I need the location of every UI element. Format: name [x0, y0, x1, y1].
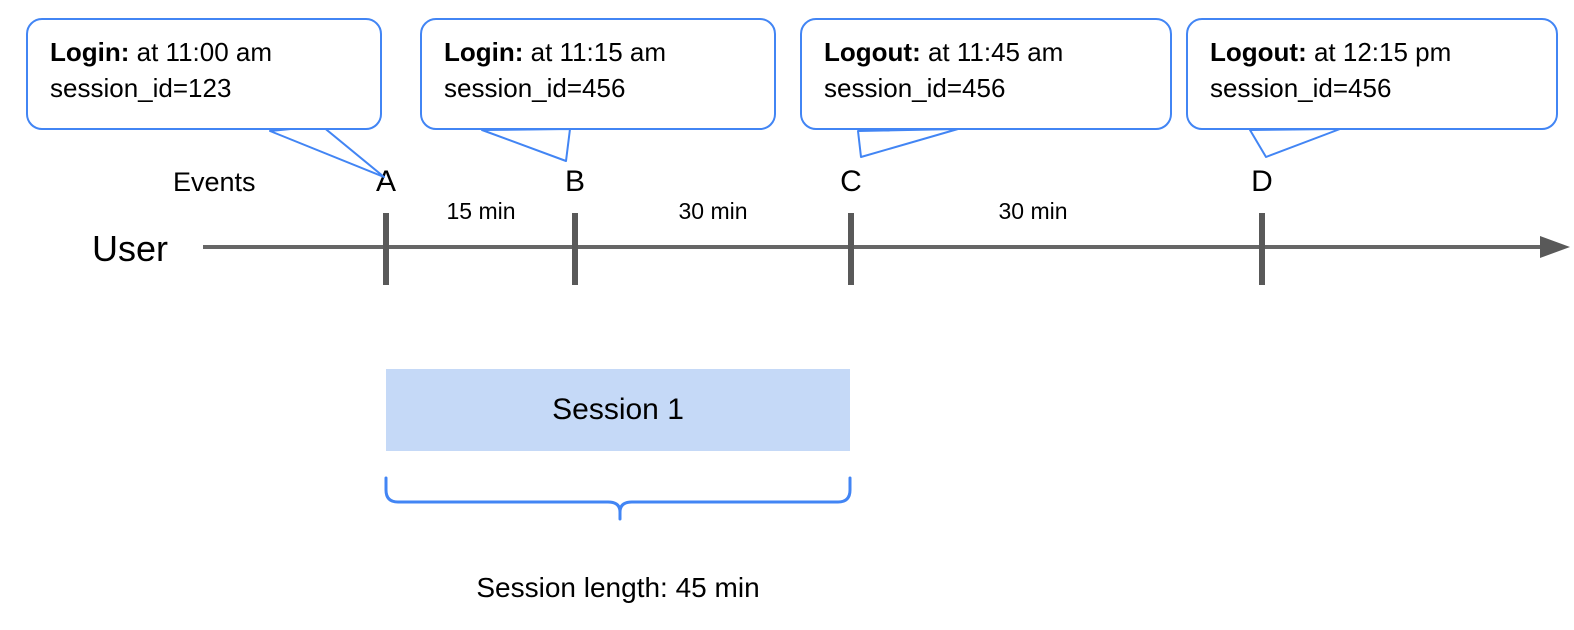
callout-d-time: at 12:15 pm: [1306, 37, 1452, 67]
event-callout-a[interactable]: Login: at 11:00 am session_id=123: [26, 18, 382, 130]
callout-a-session: session_id=123: [50, 73, 232, 103]
event-callout-d[interactable]: Logout: at 12:15 pm session_id=456: [1186, 18, 1558, 130]
event-callout-b[interactable]: Login: at 11:15 am session_id=456: [420, 18, 776, 130]
callout-d-session: session_id=456: [1210, 73, 1392, 103]
session-bar[interactable]: Session 1: [386, 369, 850, 451]
callout-d-line1: Logout: at 12:15 pm: [1210, 34, 1538, 70]
interval-label-cd: 30 min: [998, 198, 1068, 224]
event-letter-d: D: [1251, 165, 1273, 198]
callout-a-line1: Login: at 11:00 am: [50, 34, 362, 70]
callout-b-line1: Login: at 11:15 am: [444, 34, 756, 70]
session-brace: [384, 476, 852, 521]
callout-a-type: Login:: [50, 37, 130, 67]
callout-b-type: Login:: [444, 37, 524, 67]
session-bar-label: Session 1: [552, 393, 684, 426]
callout-b-session: session_id=456: [444, 73, 626, 103]
session-length-caption: Session length: 45 min: [476, 572, 760, 603]
interval-label-ab: 15 min: [446, 198, 516, 224]
event-letter-b: B: [564, 165, 586, 198]
callout-d-type: Logout:: [1210, 37, 1307, 67]
callout-c-line1: Logout: at 11:45 am: [824, 34, 1152, 70]
callout-c-type: Logout:: [824, 37, 921, 67]
callout-c-time: at 11:45 am: [920, 37, 1064, 67]
user-row-label: User: [92, 228, 169, 269]
event-letter-c: C: [840, 165, 862, 198]
callout-b-time: at 11:15 am: [523, 37, 667, 67]
timeline-arrowhead: [1540, 236, 1570, 258]
callout-a-time: at 11:00 am: [129, 37, 273, 67]
event-callout-c[interactable]: Logout: at 11:45 am session_id=456: [800, 18, 1172, 130]
interval-label-bc: 30 min: [678, 198, 748, 224]
events-row-label: Events: [173, 167, 256, 197]
callout-c-session: session_id=456: [824, 73, 1006, 103]
